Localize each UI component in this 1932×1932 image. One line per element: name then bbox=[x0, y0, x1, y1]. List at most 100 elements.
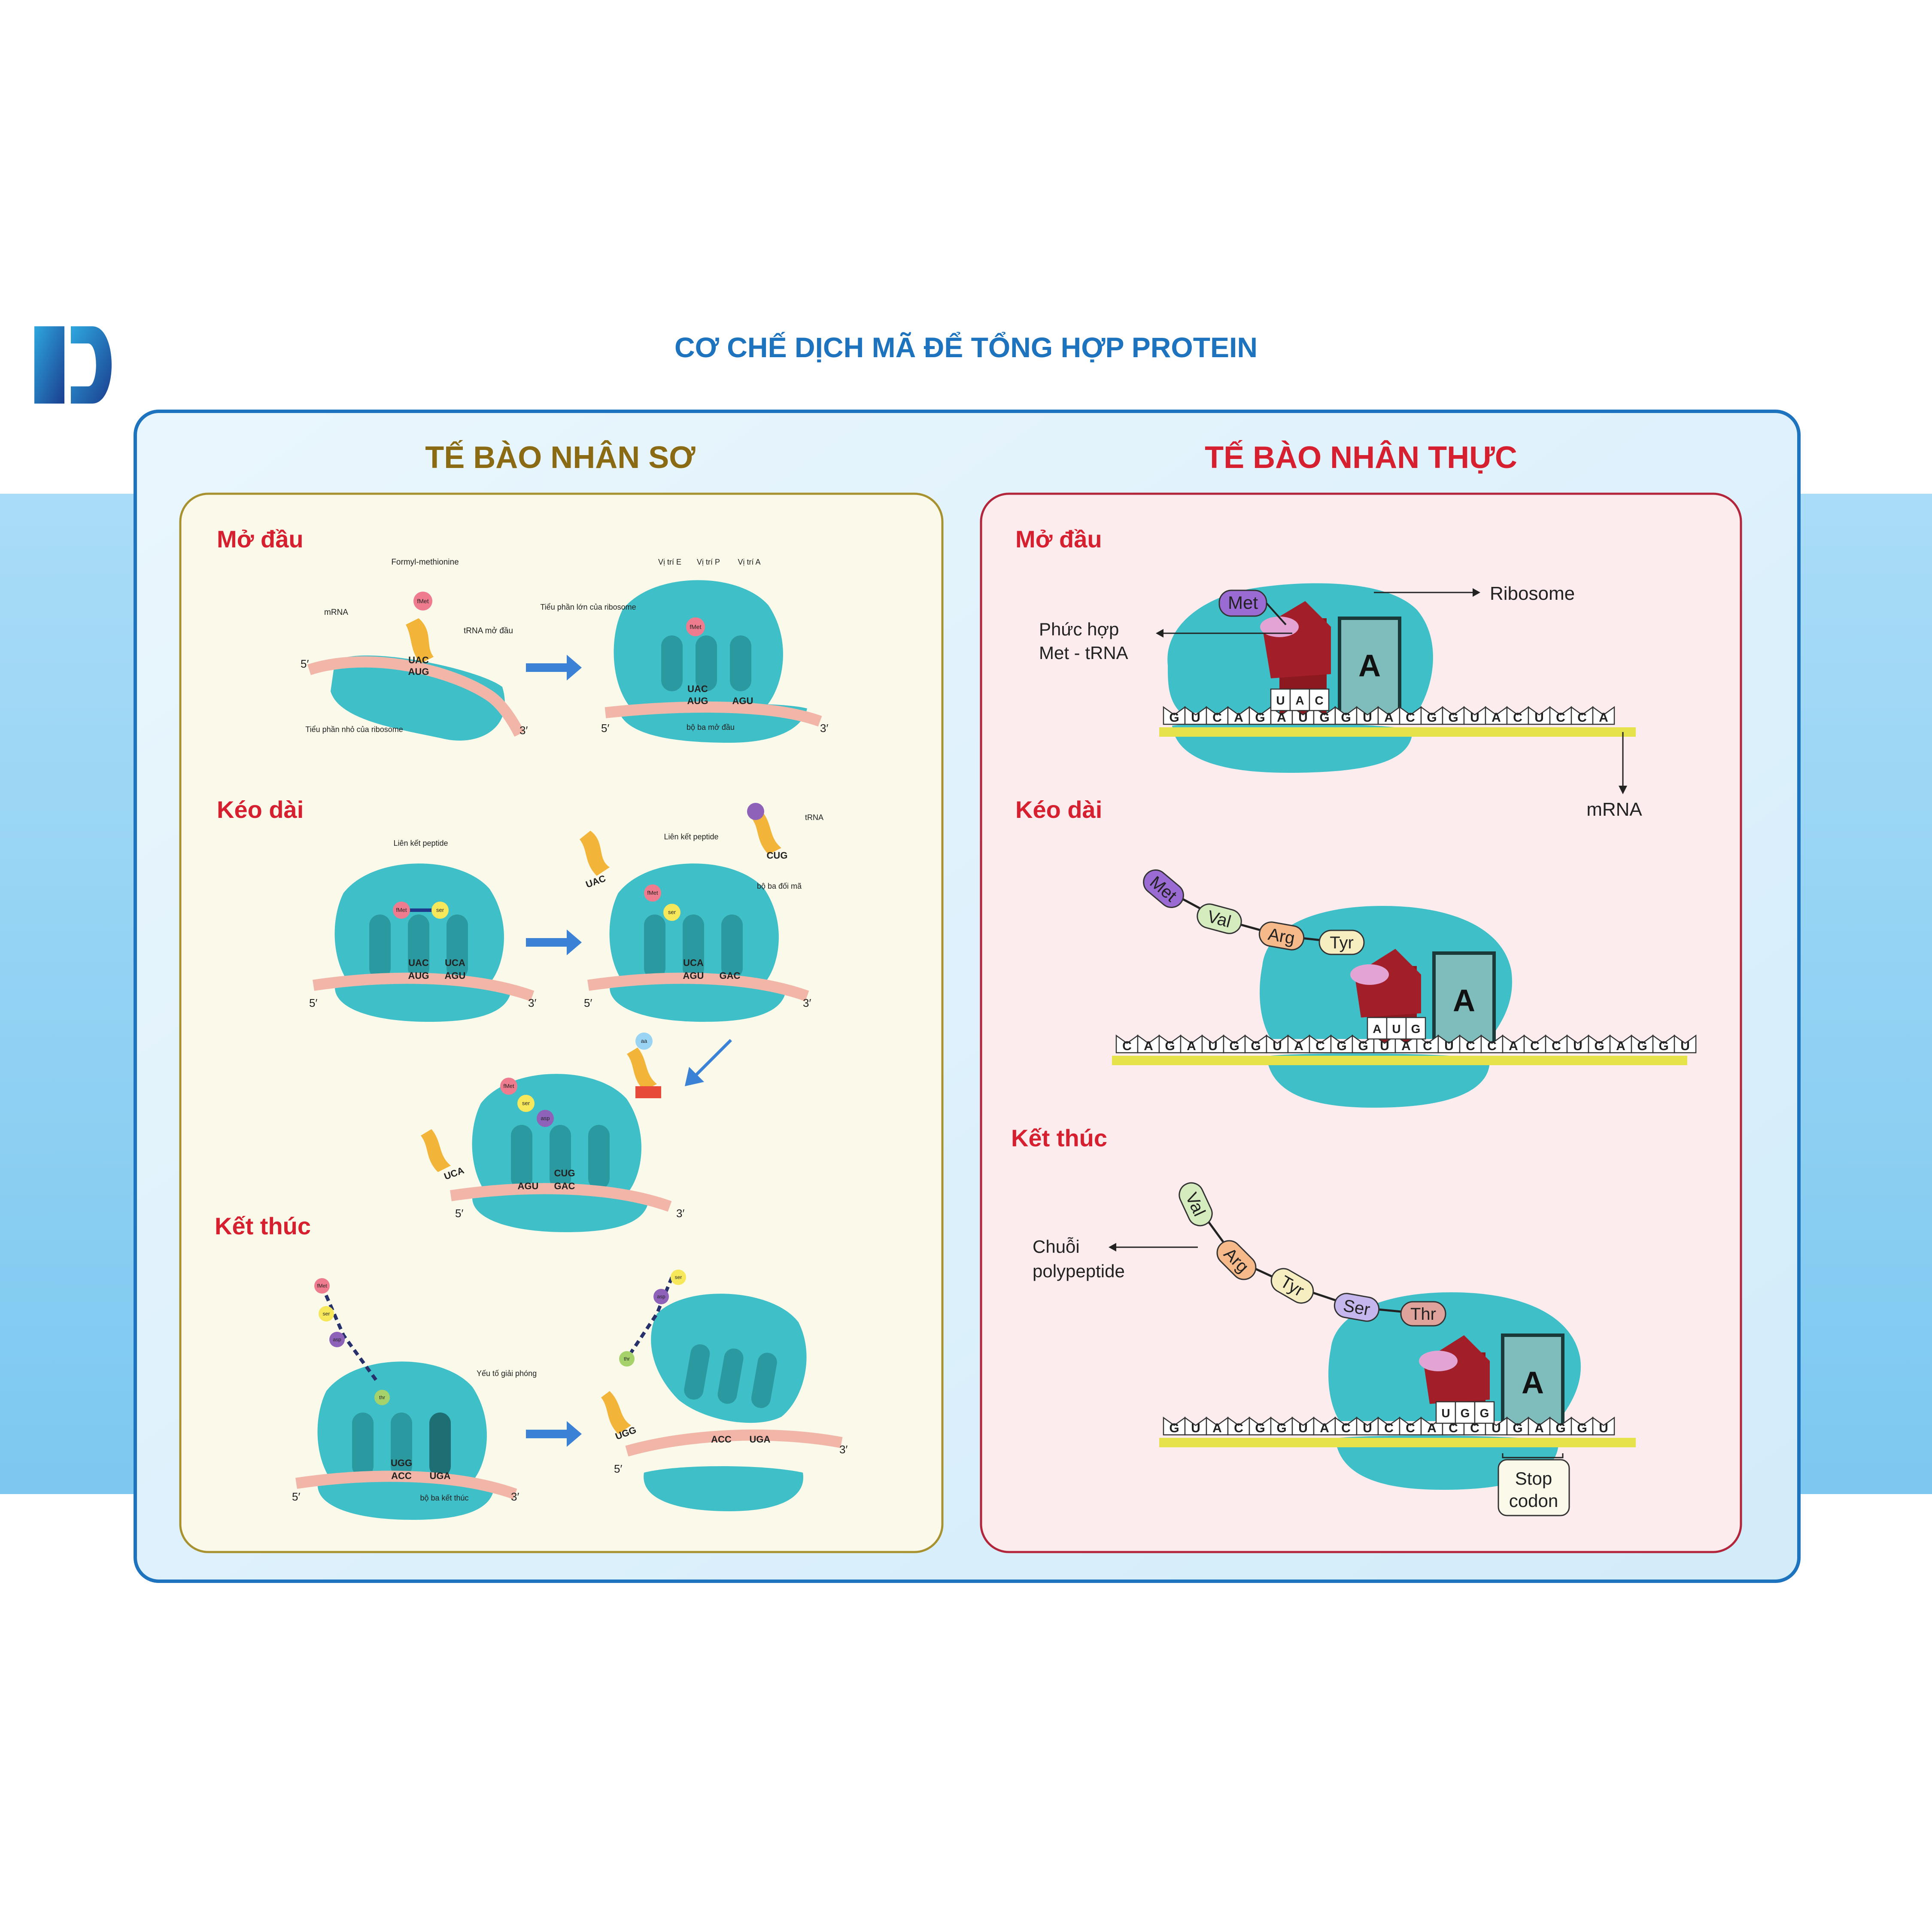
anticodon-base bbox=[1367, 1017, 1388, 1040]
codon-aug: AUG bbox=[408, 666, 429, 677]
mrna-base-letter: U bbox=[1298, 1421, 1308, 1435]
svg-text:AUG: AUG bbox=[408, 970, 429, 981]
anticodon-letter: G bbox=[1461, 1406, 1470, 1420]
svg-text:5′: 5′ bbox=[601, 722, 609, 735]
svg-text:mRNA: mRNA bbox=[1586, 799, 1642, 820]
anticodon-letter: U bbox=[1276, 694, 1285, 707]
mrna-base-letter: C bbox=[1341, 1421, 1351, 1435]
anticodon-letter: A bbox=[1373, 1022, 1381, 1036]
mrna-base bbox=[1592, 706, 1615, 725]
svg-text:UCA: UCA bbox=[683, 957, 704, 968]
svg-text:Tiểu phần nhỏ của ribosome: Tiểu phần nhỏ của ribosome bbox=[305, 725, 403, 734]
mrna-base-letter: U bbox=[1273, 1039, 1282, 1053]
mrna-base-letter: G bbox=[1341, 711, 1351, 725]
mrna-base-letter: C bbox=[1384, 1421, 1394, 1435]
svg-text:GAC: GAC bbox=[554, 1181, 575, 1191]
mrna-base-letter: C bbox=[1513, 711, 1522, 725]
mrna-base-letter: G bbox=[1358, 1039, 1368, 1053]
mrna-base-letter: C bbox=[1577, 711, 1587, 725]
amino-acid-val: Val bbox=[1197, 903, 1242, 934]
euk-stage-initiation: Mở đầu bbox=[1015, 526, 1102, 553]
svg-text:bộ ba kết thúc: bộ ba kết thúc bbox=[420, 1494, 468, 1502]
svg-text:Phức hợp: Phức hợp bbox=[1039, 619, 1119, 639]
mrna-base-letter: G bbox=[1165, 1039, 1175, 1053]
mrna-base-letter: A bbox=[1427, 1421, 1437, 1435]
svg-text:ACC: ACC bbox=[711, 1434, 732, 1445]
mrna-base-letter: A bbox=[1234, 711, 1243, 725]
svg-text:Liên kết peptide: Liên kết peptide bbox=[393, 839, 448, 848]
mrna-base-letter: C bbox=[1406, 1421, 1415, 1435]
mrna-base-letter: U bbox=[1363, 1421, 1372, 1435]
svg-text:ser: ser bbox=[323, 1311, 330, 1317]
mrna-base-letter: G bbox=[1169, 711, 1179, 725]
mrna-base-letter: U bbox=[1444, 1039, 1454, 1053]
anticodon-letter: G bbox=[1411, 1022, 1421, 1036]
mrna-base bbox=[1592, 1416, 1615, 1436]
svg-text:5′: 5′ bbox=[584, 996, 592, 1009]
prok-stage-elongation: Kéo dài bbox=[217, 796, 304, 823]
svg-text:AGU: AGU bbox=[518, 1181, 539, 1191]
mrna-base-letter: G bbox=[1637, 1039, 1647, 1053]
svg-text:UGG: UGG bbox=[391, 1458, 412, 1468]
svg-text:ser: ser bbox=[668, 909, 676, 915]
brand-logo bbox=[34, 326, 112, 404]
svg-text:aa: aa bbox=[641, 1038, 647, 1044]
page-title: CƠ CHẾ DỊCH MÃ ĐỂ TỔNG HỢP PROTEIN bbox=[674, 331, 1258, 363]
mrna-base-letter: U bbox=[1208, 1039, 1218, 1053]
svg-text:Thr: Thr bbox=[1410, 1305, 1436, 1324]
svg-text:A: A bbox=[1358, 649, 1381, 683]
mrna-base-letter: G bbox=[1513, 1421, 1522, 1435]
mrna-base-letter: C bbox=[1556, 711, 1565, 725]
svg-text:3′: 3′ bbox=[528, 996, 536, 1009]
svg-text:3′: 3′ bbox=[511, 1490, 519, 1503]
amino-acid-ser: Ser bbox=[1334, 1293, 1380, 1322]
prokaryote-panel bbox=[179, 492, 944, 1553]
stop-codon-box bbox=[1498, 1459, 1570, 1516]
arrow-right-icon bbox=[526, 930, 582, 955]
svg-text:5′: 5′ bbox=[614, 1462, 622, 1475]
mrna-base-letter: G bbox=[1229, 1039, 1239, 1053]
svg-text:Ser: Ser bbox=[1342, 1296, 1371, 1319]
mrna-base-letter: C bbox=[1487, 1039, 1497, 1053]
svg-text:3′: 3′ bbox=[820, 722, 828, 735]
svg-text:A: A bbox=[1453, 984, 1475, 1018]
amino-acid-tyr: Tyr bbox=[1318, 930, 1365, 955]
svg-text:Vị trí A: Vị trí A bbox=[738, 558, 760, 566]
mrna-base-letter: G bbox=[1319, 711, 1329, 725]
prok-init-b: fMet UAC AUG AGU Vị trí E Vị trí P Vị tr… bbox=[540, 558, 828, 743]
svg-text:3′: 3′ bbox=[676, 1207, 684, 1220]
mrna-base-letter: A bbox=[1320, 1421, 1329, 1435]
arrow-right-icon bbox=[526, 1421, 582, 1447]
svg-text:Ribosome: Ribosome bbox=[1490, 583, 1575, 604]
mrna-base-letter: C bbox=[1466, 1039, 1475, 1053]
euk-stage-elongation: Kéo dài bbox=[1015, 796, 1102, 823]
prok-elong-c: fMet ser asp CUG AGU GAC aa UCA 5′ 3′ bbox=[421, 1033, 684, 1232]
mrna-base-letter: G bbox=[1255, 1421, 1265, 1435]
anticodon-base bbox=[1474, 1401, 1495, 1424]
svg-text:bộ ba đối mã: bộ ba đối mã bbox=[757, 882, 802, 890]
mrna-base-letter: A bbox=[1534, 1421, 1544, 1435]
svg-text:asp: asp bbox=[333, 1337, 341, 1343]
mrna-base-letter: U bbox=[1298, 711, 1308, 725]
mrna-base-letter: A bbox=[1187, 1039, 1196, 1053]
mrna-base bbox=[1674, 1034, 1697, 1054]
svg-text:ser: ser bbox=[675, 1274, 682, 1280]
mrna-base-letter: A bbox=[1616, 1039, 1625, 1053]
mrna-base-letter: A bbox=[1492, 711, 1501, 725]
svg-text:Vị trí P: Vị trí P bbox=[697, 558, 720, 566]
svg-text:fMet: fMet bbox=[647, 890, 658, 896]
mrna-base-letter: A bbox=[1401, 1039, 1411, 1053]
anticodon-base bbox=[1386, 1017, 1407, 1040]
mrna-base-letter: C bbox=[1122, 1039, 1132, 1053]
mrna-base-letter: A bbox=[1509, 1039, 1518, 1053]
mrna-base-letter: C bbox=[1212, 711, 1222, 725]
svg-text:fMet: fMet bbox=[417, 598, 428, 605]
mrna-base-letter: U bbox=[1191, 711, 1200, 725]
eukaryote-title: TẾ BÀO NHÂN THỰC bbox=[1205, 440, 1517, 475]
svg-text:mRNA: mRNA bbox=[324, 608, 348, 617]
